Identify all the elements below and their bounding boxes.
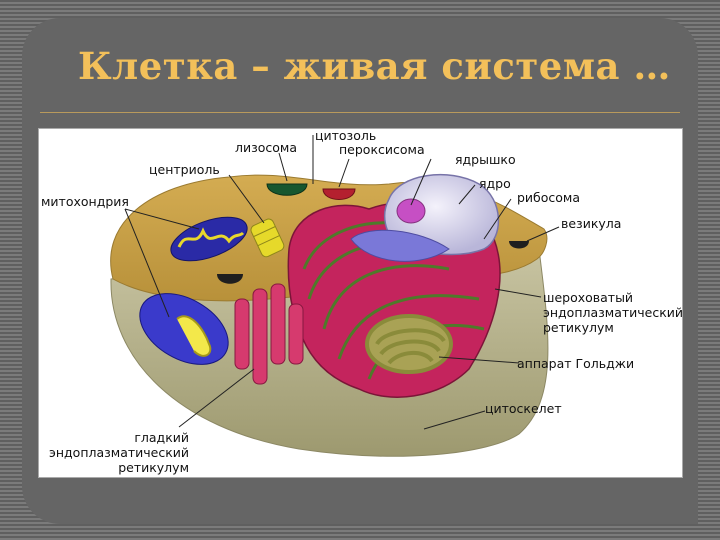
mitochondrion-lower	[139, 293, 229, 365]
label-ribosome: рибосома	[517, 190, 581, 205]
leader-lines	[124, 135, 560, 430]
label-rough-er-line2: эндоплазматический	[543, 305, 684, 320]
vesicle-right	[509, 241, 529, 249]
cell-diagram-frame: цитозоль лизосома пероксисома центриоль …	[38, 128, 683, 478]
label-smooth-er-line3: ретикулум	[118, 460, 189, 475]
lysosome	[266, 183, 308, 196]
label-cytoskeleton: цитоскелет	[485, 401, 562, 416]
label-vesicle: везикула	[561, 216, 622, 231]
vesicle-center	[217, 274, 243, 284]
label-nucleus: ядро	[479, 176, 511, 191]
slide-title: Клетка – живая система …	[78, 44, 671, 88]
smooth-er	[234, 283, 304, 385]
golgi-apparatus	[365, 314, 453, 374]
label-smooth-er-line1: гладкий	[134, 430, 189, 445]
label-golgi: аппарат Гольджи	[517, 356, 635, 371]
label-mitochondrion: митохондрия	[41, 194, 129, 209]
centriole	[250, 218, 285, 258]
nucleus-cut	[350, 229, 450, 262]
label-rough-er-line3: ретикулум	[543, 320, 614, 335]
peroxisome	[322, 188, 356, 200]
label-nucleolus: ядрышко	[455, 152, 516, 167]
mitochondrion-upper	[170, 216, 248, 262]
cell-illustration	[110, 135, 560, 457]
label-cytosol: цитозоль	[315, 128, 377, 143]
label-centriole: центриоль	[149, 162, 220, 177]
label-rough-er-line1: шероховатый	[543, 290, 634, 305]
label-lysosome: лизосома	[235, 140, 298, 155]
nucleolus	[396, 198, 426, 224]
label-peroxisome: пероксисома	[339, 142, 425, 157]
title-divider	[40, 112, 680, 113]
label-smooth-er-line2: эндоплазматический	[49, 445, 190, 460]
